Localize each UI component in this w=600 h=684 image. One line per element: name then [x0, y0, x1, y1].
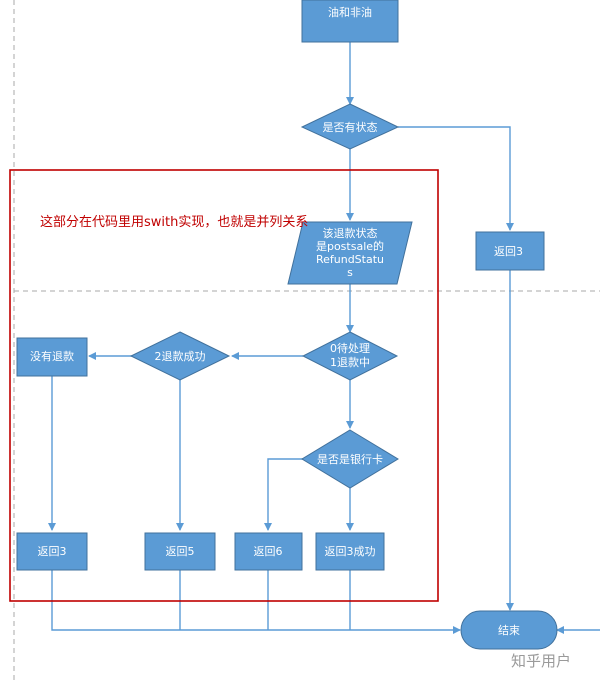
node-no-refund-label: 没有退款 [30, 349, 74, 363]
node-refund-status-line1: 该退款状态 [323, 226, 378, 240]
node-return5-label: 返回5 [166, 545, 195, 558]
node-refund-status-line2: 是postsale的 [316, 239, 384, 253]
node-return3-left: 返回3 [16, 532, 88, 571]
node-pending-line1: 0待处理 [330, 341, 370, 355]
node-has-status-label: 是否有状态 [323, 120, 378, 134]
edge-bank-card-to-return6 [264, 458, 304, 531]
node-return3-right: 返回3 [475, 231, 545, 271]
watermark-text: 知乎用户 [511, 652, 571, 670]
node-pending: 0待处理 1退款中 [301, 331, 399, 381]
node-no-refund: 没有退款 [16, 337, 88, 377]
node-refund-status-line4: s [347, 266, 353, 279]
node-return6: 返回6 [234, 532, 303, 571]
edges [48, 42, 600, 634]
node-refund-status: 该退款状态 是postsale的 RefundStatu s [287, 221, 413, 285]
switch-highlight-box [9, 169, 439, 602]
node-has-status: 是否有状态 [300, 103, 400, 150]
node-return3-success-label: 返回3成功 [325, 545, 376, 558]
edge-bottom-merge-to-end [51, 570, 461, 634]
node-return3-left-label: 返回3 [38, 545, 67, 558]
node-refund-status-line3: RefundStatu [316, 253, 384, 266]
node-return3-right-label: 返回3 [494, 245, 523, 258]
node-pending-line2: 1退款中 [330, 355, 370, 369]
edge-has-status-to-return3-right [398, 126, 514, 231]
node-is-bank-card: 是否是银行卡 [301, 429, 399, 489]
node-end: 结束 [460, 610, 558, 650]
node-start-label: 油和非油 [328, 5, 372, 19]
node-refund-success-label: 2退款成功 [155, 349, 206, 363]
node-return5: 返回5 [144, 532, 216, 571]
node-return3-success: 返回3成功 [315, 532, 385, 571]
node-start: 油和非油 [301, 0, 399, 43]
node-refund-success: 2退款成功 [129, 331, 231, 381]
node-return6-label: 返回6 [254, 545, 283, 558]
node-is-bank-card-label: 是否是银行卡 [317, 452, 383, 466]
node-end-label: 结束 [498, 624, 520, 637]
switch-annotation: 这部分在代码里用swith实现，也就是并列关系 [40, 214, 308, 230]
